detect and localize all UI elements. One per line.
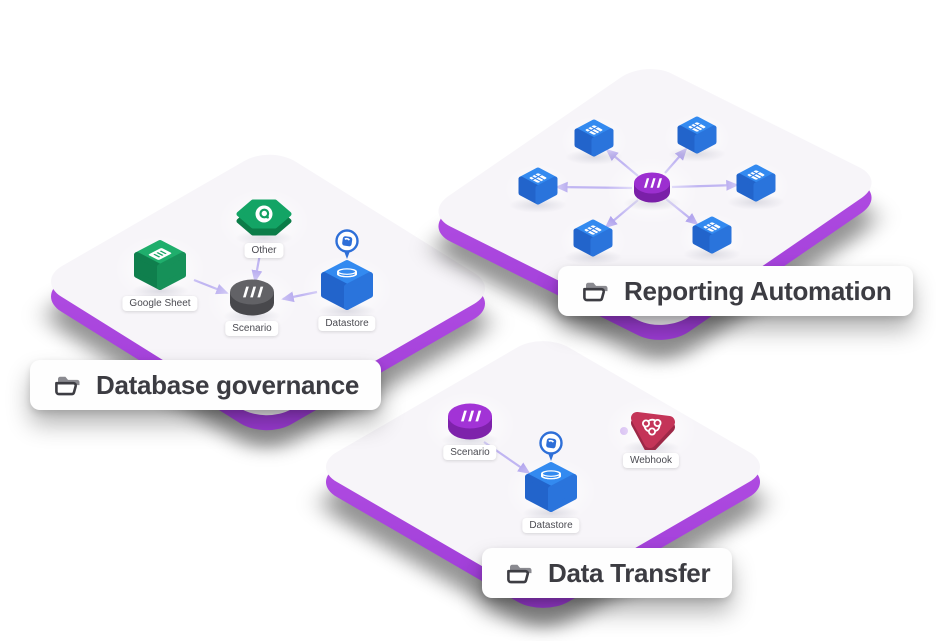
scenario-cylinder-icon (230, 279, 274, 316)
folder-icon (507, 564, 532, 583)
folder-chip-label: Reporting Automation (624, 275, 892, 306)
folder-chip-data-transfer[interactable]: Data Transfer (482, 548, 733, 598)
folder-icon (583, 282, 608, 301)
node-spoke-3[interactable] (517, 167, 559, 207)
spreadsheet-cube-icon (518, 167, 558, 205)
node-label: Datastore (522, 518, 580, 533)
node-other[interactable]: Other (236, 198, 292, 258)
node-scenario-purple[interactable]: Scenario (443, 402, 497, 460)
node-spoke-6[interactable] (691, 216, 733, 256)
spreadsheet-cube-icon (677, 116, 717, 154)
node-spoke-2[interactable] (676, 116, 718, 156)
folder-chip-database-governance[interactable]: Database governance (30, 360, 382, 410)
webhook-triangle-icon (631, 412, 675, 450)
node-google-sheet[interactable]: Google Sheet (122, 239, 198, 311)
folder-chip-label: Data Transfer (548, 557, 711, 588)
node-label: Other (244, 243, 284, 258)
other-hexagon-icon (236, 199, 292, 236)
datastore-pin-badge (536, 430, 566, 471)
node-webhook[interactable]: Webhook (622, 404, 680, 468)
spreadsheet-cube-icon (692, 216, 732, 254)
node-scenario-gray[interactable]: Scenario (225, 278, 279, 336)
folder-chip-reporting-automation[interactable]: Reporting Automation (558, 266, 914, 316)
scenario-cylinder-icon (634, 172, 670, 203)
spreadsheet-cube-icon (574, 119, 614, 157)
datastore-cube-icon (321, 260, 373, 310)
folder-chip-label: Database governance (96, 369, 360, 400)
spreadsheet-cube-icon (573, 219, 613, 257)
google-sheet-cube-icon (134, 240, 186, 290)
node-datastore-transfer[interactable]: Datastore (522, 431, 580, 533)
datastore-pin-badge (332, 228, 362, 269)
node-spoke-1[interactable] (573, 119, 615, 159)
node-datastore-governance[interactable]: Datastore (318, 229, 376, 331)
node-label: Scenario (225, 321, 279, 336)
node-label: Scenario (443, 445, 497, 460)
node-label: Webhook (622, 453, 680, 468)
node-hub-scenario[interactable] (632, 171, 672, 205)
pin-icon (335, 229, 359, 259)
folder-icon (55, 376, 80, 395)
datastore-cube-icon (525, 462, 577, 512)
node-label: Datastore (318, 316, 376, 331)
scenario-cylinder-icon (448, 403, 492, 440)
node-spoke-5[interactable] (572, 219, 614, 259)
node-spoke-4[interactable] (735, 164, 777, 204)
pin-icon (539, 431, 563, 461)
node-label: Google Sheet (122, 296, 198, 311)
spreadsheet-cube-icon (736, 164, 776, 202)
